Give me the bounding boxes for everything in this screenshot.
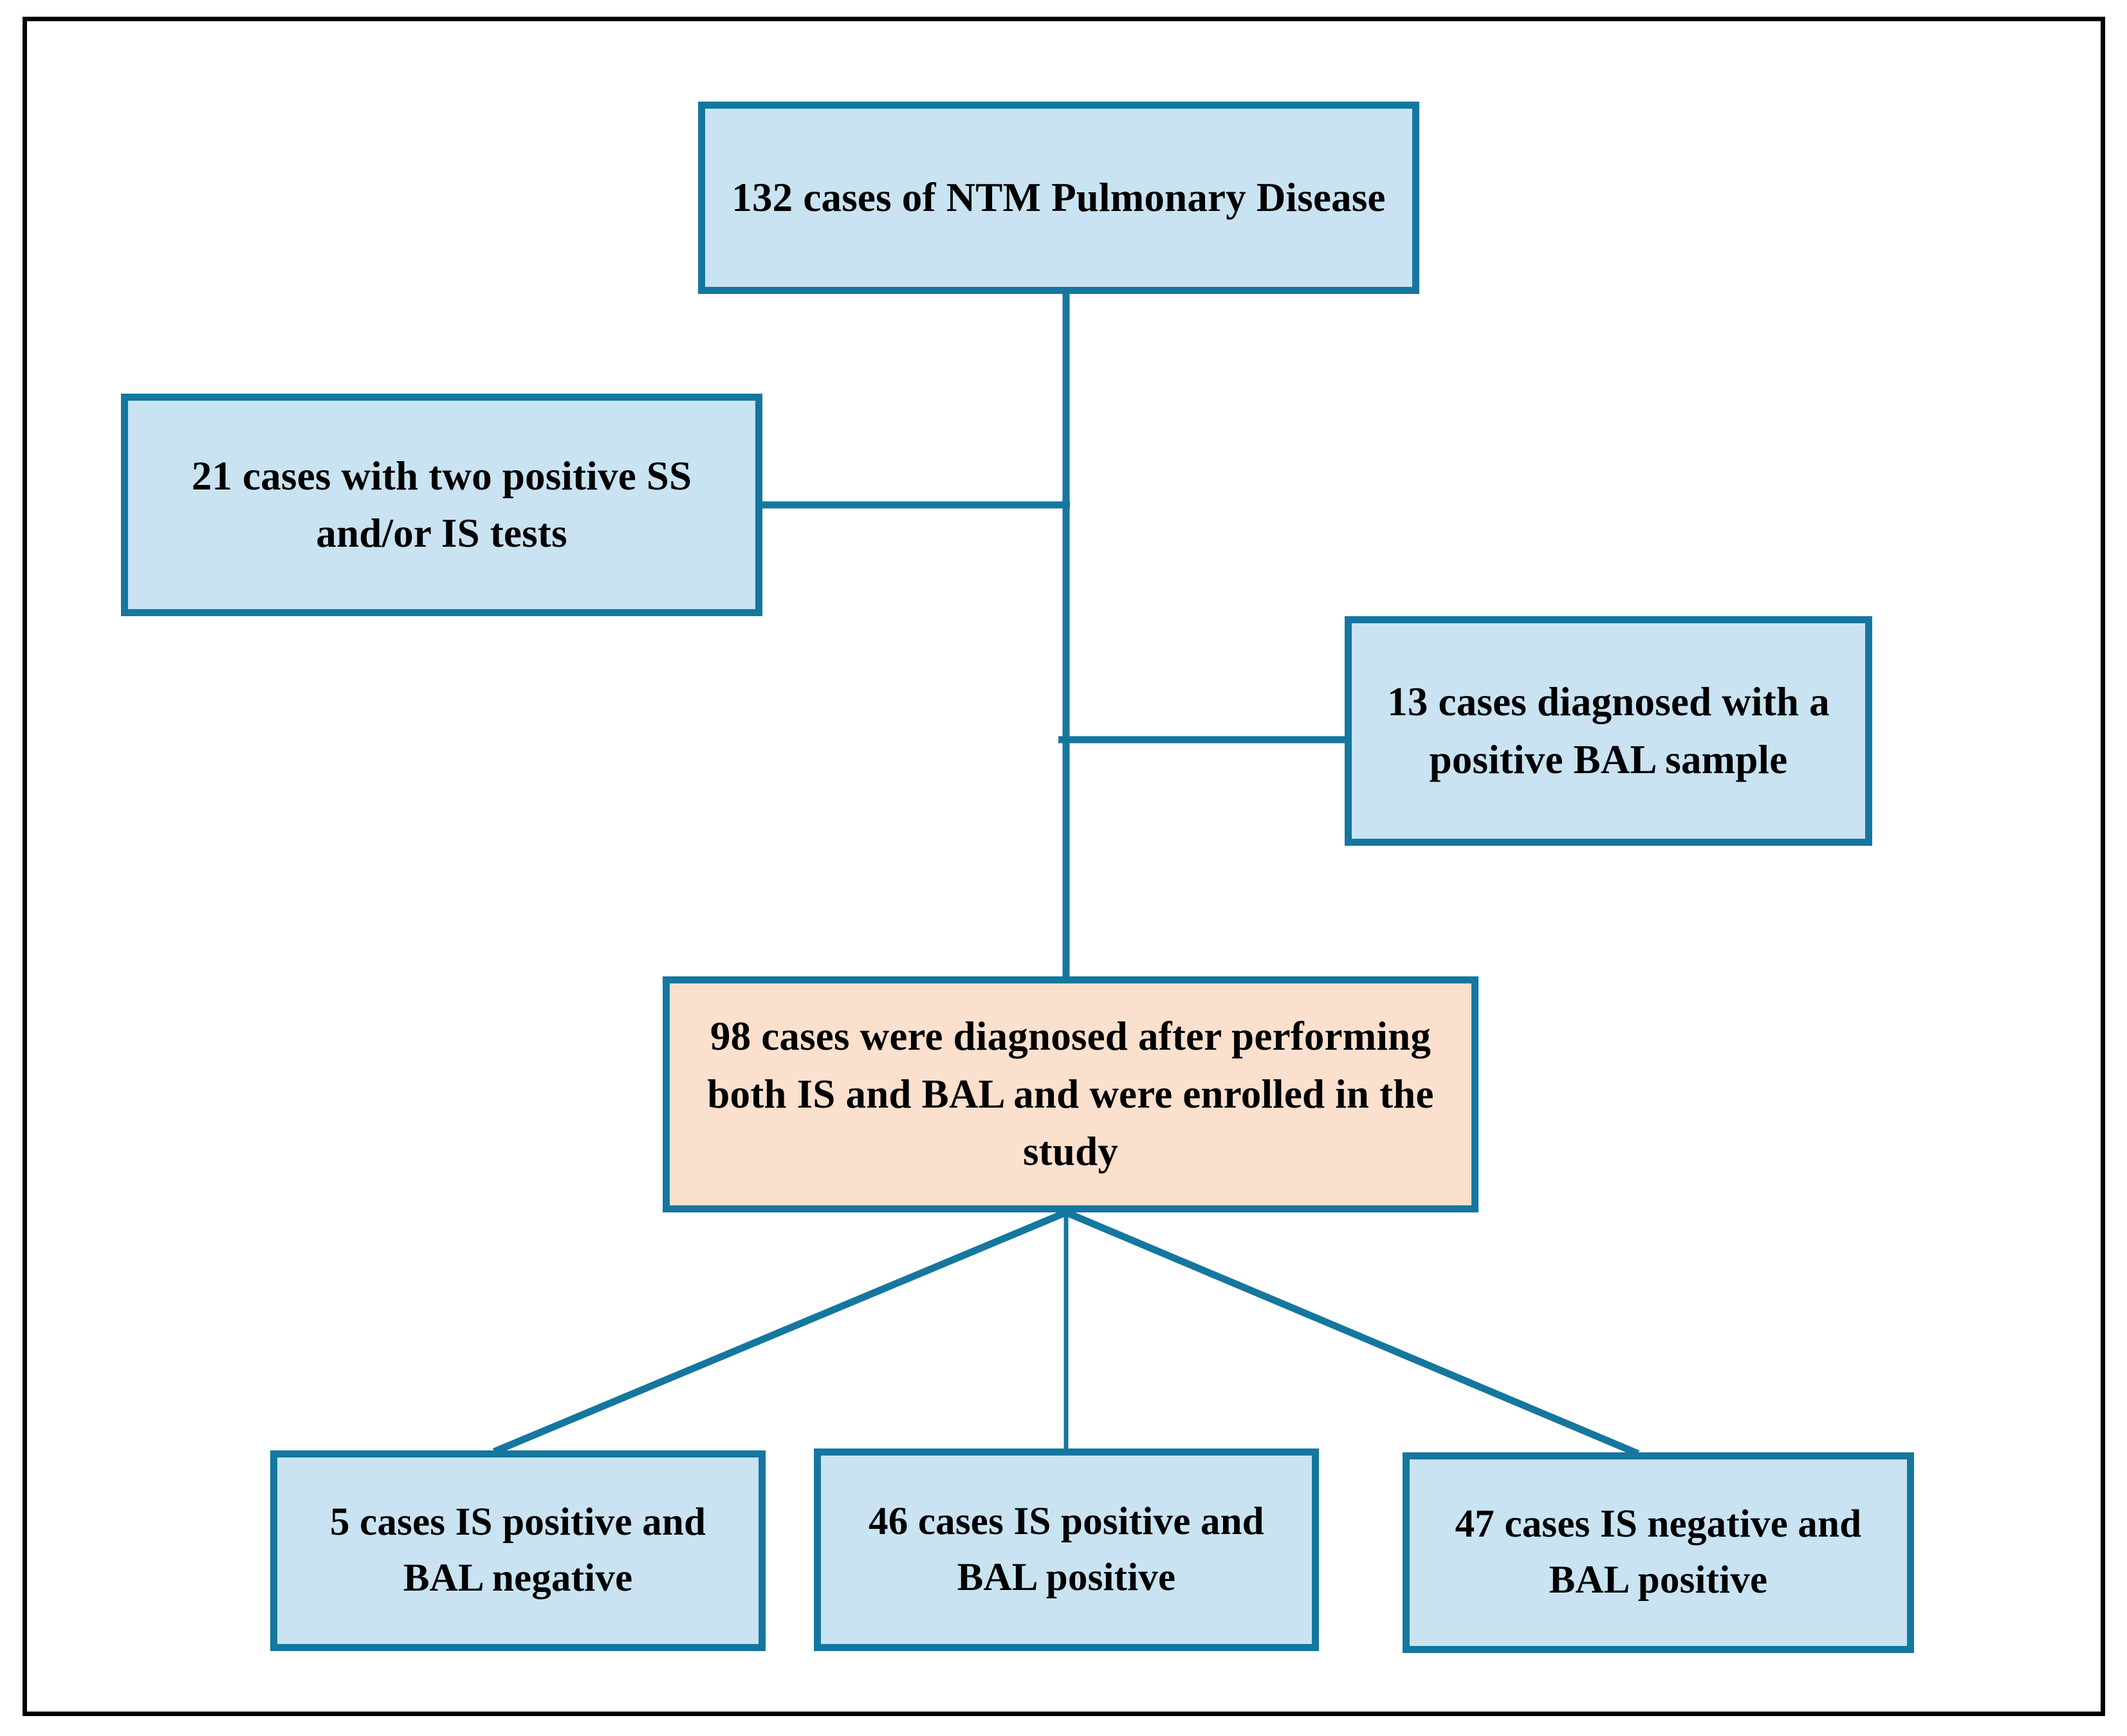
node-excluded-ss-is-positive[interactable]: 21 cases with two positive SS and/or IS …: [121, 394, 762, 616]
node-is-positive-bal-positive[interactable]: 46 cases IS positive and BAL positive: [814, 1448, 1319, 1651]
node-is-positive-bal-positive-label: 46 cases IS positive and BAL positive: [869, 1499, 1264, 1599]
node-total-cases[interactable]: 132 cases of NTM Pulmonary Disease: [698, 102, 1419, 294]
node-is-negative-bal-positive[interactable]: 47 cases IS negative and BAL positive: [1403, 1452, 1914, 1653]
node-excluded-bal-positive-label: 13 cases diagnosed with a positive BAL s…: [1387, 679, 1830, 782]
node-excluded-ss-is-positive-label: 21 cases with two positive SS and/or IS …: [191, 453, 692, 556]
figure-outer-frame: [23, 17, 2105, 1716]
node-is-positive-bal-negative[interactable]: 5 cases IS positive and BAL negative: [270, 1450, 766, 1651]
node-enrolled-cases[interactable]: 98 cases were diagnosed after performing…: [663, 976, 1478, 1212]
node-is-negative-bal-positive-label: 47 cases IS negative and BAL positive: [1455, 1503, 1862, 1602]
node-excluded-bal-positive[interactable]: 13 cases diagnosed with a positive BAL s…: [1345, 616, 1872, 846]
node-is-positive-bal-negative-label: 5 cases IS positive and BAL negative: [329, 1501, 706, 1600]
node-enrolled-cases-label: 98 cases were diagnosed after performing…: [707, 1014, 1434, 1174]
node-total-cases-label: 132 cases of NTM Pulmonary Disease: [732, 174, 1386, 220]
